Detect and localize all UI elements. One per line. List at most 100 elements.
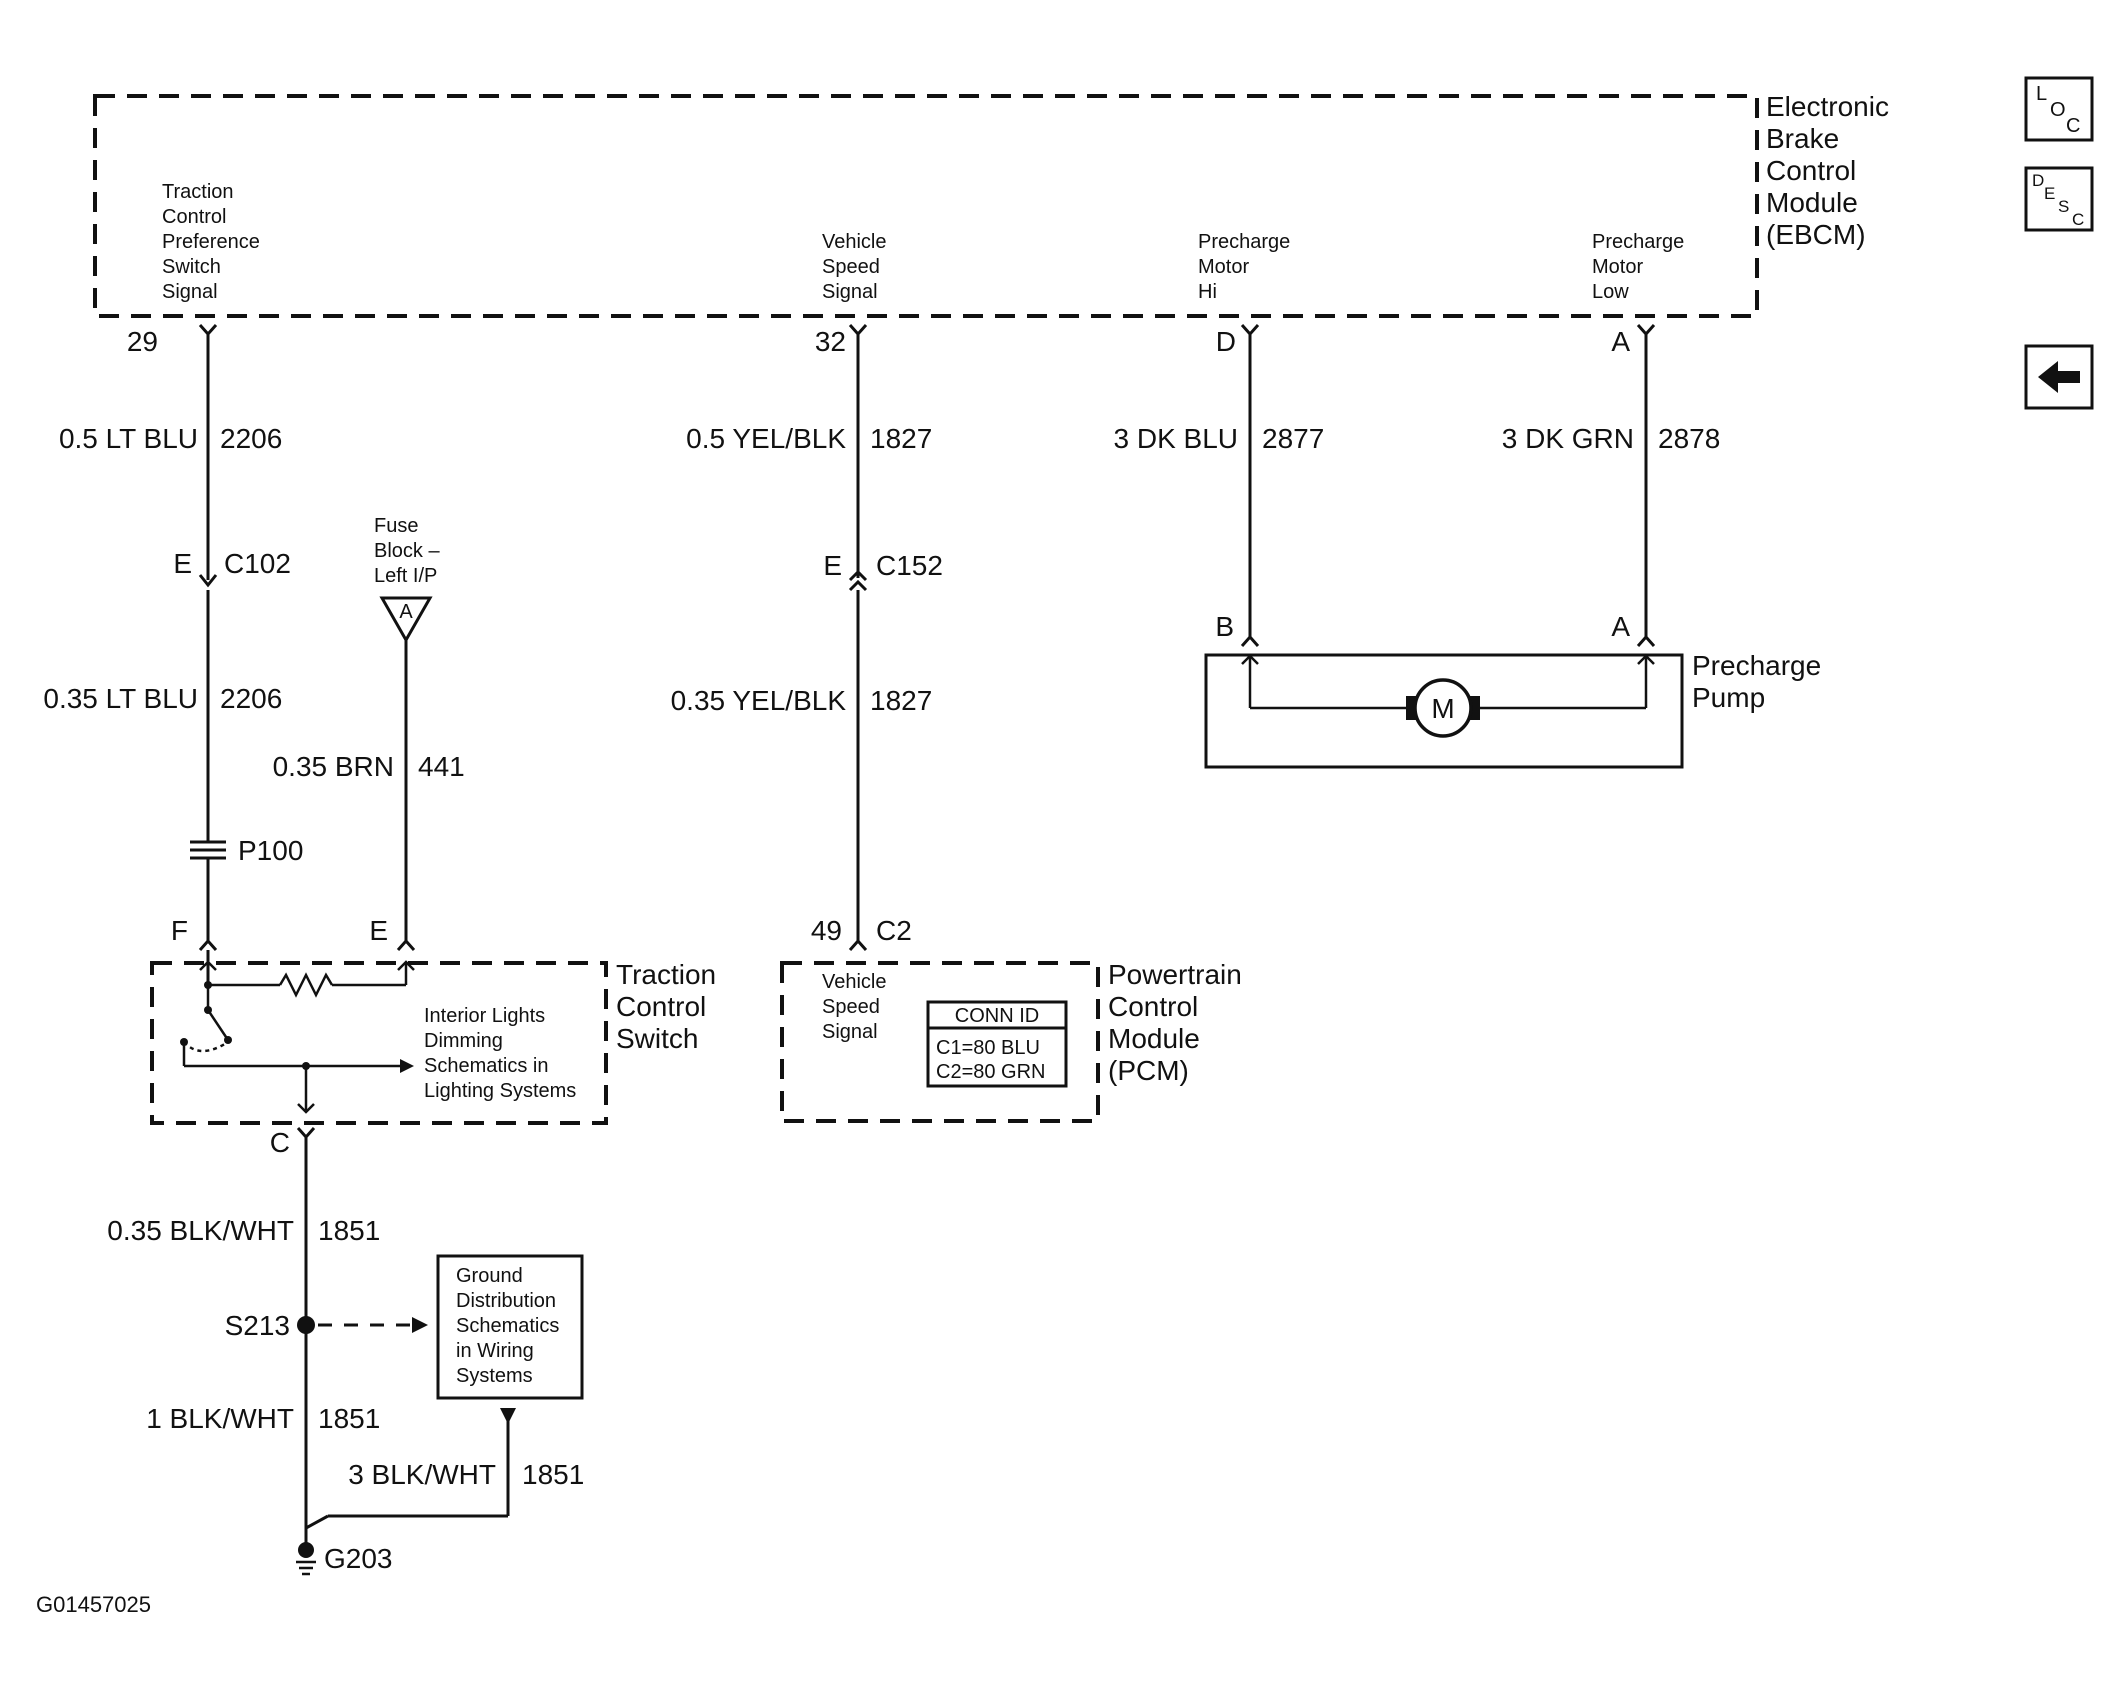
svg-text:Switch: Switch: [162, 256, 221, 278]
svg-text:Low: Low: [1592, 281, 1629, 303]
interior-lights-note: Interior Lights Dimming Schematics in Li…: [424, 1005, 576, 1102]
svg-text:Precharge: Precharge: [1592, 231, 1684, 253]
circuit-w3: 2877: [1262, 423, 1324, 454]
wire-label-w1a: 0.5 LT BLU: [59, 423, 198, 454]
connector-c152: C152: [876, 550, 943, 581]
svg-text:(EBCM): (EBCM): [1766, 219, 1866, 250]
wire-2877: [1240, 324, 1260, 647]
wire-1827: [848, 324, 868, 951]
pin-a: A: [1611, 326, 1630, 357]
splice-s213: S213: [225, 1310, 290, 1341]
switch-internal: [180, 960, 415, 1114]
svg-text:L: L: [2036, 83, 2047, 105]
svg-text:Signal: Signal: [162, 281, 218, 303]
back-button[interactable]: [2024, 344, 2094, 410]
svg-text:C: C: [2072, 210, 2084, 229]
connector-c102: C102: [224, 548, 291, 579]
svg-text:Speed: Speed: [822, 256, 880, 278]
ground-icon: [296, 1542, 316, 1576]
svg-text:Vehicle: Vehicle: [822, 231, 887, 253]
svg-text:Precharge: Precharge: [1692, 650, 1821, 681]
svg-text:C2=80 GRN: C2=80 GRN: [936, 1061, 1046, 1083]
circuit-w1a: 2206: [220, 423, 282, 454]
svg-text:S: S: [2058, 197, 2069, 216]
ebcm-signal-traction: Traction Control Preference Switch Signa…: [162, 181, 260, 303]
svg-text:Brake: Brake: [1766, 123, 1839, 154]
pcm-signal-label: Vehicle Speed Signal: [822, 971, 887, 1043]
svg-text:M: M: [1431, 693, 1454, 724]
wire-label-w6: 0.35 BLK/WHT: [107, 1215, 294, 1246]
svg-text:Electronic: Electronic: [1766, 91, 1889, 122]
svg-text:Switch: Switch: [616, 1023, 698, 1054]
svg-text:Vehicle: Vehicle: [822, 971, 887, 993]
circuit-w7: 1851: [318, 1403, 380, 1434]
pin-d: D: [1216, 326, 1236, 357]
pump-pin-b: B: [1215, 611, 1234, 642]
svg-text:Dimming: Dimming: [424, 1030, 503, 1052]
switch-pin-f: F: [171, 915, 188, 946]
wire-label-w2b: 0.35 YEL/BLK: [671, 685, 847, 716]
svg-text:Control: Control: [1766, 155, 1856, 186]
ebcm-signal-motor-low: Precharge Motor Low: [1592, 231, 1684, 303]
ebcm-signal-vss: Vehicle Speed Signal: [822, 231, 887, 303]
ebcm-signal-motor-hi: Precharge Motor Hi: [1198, 231, 1290, 303]
circuit-w6: 1851: [318, 1215, 380, 1246]
ground-distribution-note: Ground Distribution Schematics in Wiring…: [456, 1265, 559, 1387]
svg-text:E: E: [2044, 184, 2055, 203]
connector-c2: C2: [876, 915, 912, 946]
pump-pin-a: A: [1611, 611, 1630, 642]
svg-text:D: D: [2032, 171, 2044, 190]
svg-text:(PCM): (PCM): [1108, 1055, 1189, 1086]
circuit-w2a: 1827: [870, 423, 932, 454]
reference-arrow-icon: [412, 1317, 428, 1333]
fuse-block-label: Fuse Block – Left I/P: [374, 515, 440, 587]
precharge-pump-box: [1204, 653, 1684, 769]
circuit-w2b: 1827: [870, 685, 932, 716]
switch-pin-c: C: [270, 1127, 290, 1158]
left-arrow-icon: [2038, 361, 2080, 393]
svg-text:Hi: Hi: [1198, 281, 1217, 303]
conn-id-table: CONN ID C1=80 BLU C2=80 GRN: [926, 1000, 1068, 1088]
svg-text:Traction: Traction: [616, 959, 716, 990]
svg-text:Distribution: Distribution: [456, 1290, 556, 1312]
resistor-icon: [278, 972, 334, 998]
desc-button[interactable]: D E S C: [2024, 166, 2094, 232]
svg-text:Left I/P: Left I/P: [374, 565, 437, 587]
circuit-w5: 441: [418, 751, 465, 782]
pcm-pin-49: 49: [811, 915, 842, 946]
ground-dist-arrow-icon: [500, 1408, 516, 1424]
svg-text:Speed: Speed: [822, 996, 880, 1018]
wire-label-w3: 3 DK BLU: [1114, 423, 1239, 454]
svg-text:O: O: [2050, 99, 2066, 121]
svg-text:Module: Module: [1108, 1023, 1200, 1054]
svg-text:Control: Control: [1108, 991, 1198, 1022]
svg-text:Schematics: Schematics: [456, 1315, 559, 1337]
pin-32: 32: [815, 326, 846, 357]
circuit-w4: 2878: [1658, 423, 1720, 454]
svg-text:Control: Control: [616, 991, 706, 1022]
switch-pin-e: E: [369, 915, 388, 946]
svg-text:in Wiring: in Wiring: [456, 1340, 534, 1362]
loc-button[interactable]: L O C: [2024, 76, 2094, 142]
svg-text:Interior Lights: Interior Lights: [424, 1005, 545, 1027]
svg-text:Fuse: Fuse: [374, 515, 418, 537]
svg-text:Motor: Motor: [1592, 256, 1643, 278]
ebcm-box: [93, 94, 1759, 318]
pcm-label: Powertrain Control Module (PCM): [1108, 959, 1242, 1086]
svg-text:Motor: Motor: [1198, 256, 1249, 278]
svg-text:Signal: Signal: [822, 281, 878, 303]
c102-pin: E: [173, 548, 192, 579]
wire-label-w8: 3 BLK/WHT: [348, 1459, 496, 1490]
pump-internal: [1241, 654, 1655, 710]
circuit-w1b: 2206: [220, 683, 282, 714]
wire-label-w2a: 0.5 YEL/BLK: [686, 423, 846, 454]
motor-icon: M: [1406, 678, 1480, 738]
svg-text:Preference: Preference: [162, 231, 260, 253]
svg-text:Ground: Ground: [456, 1265, 523, 1287]
svg-text:C: C: [2066, 115, 2080, 137]
circuit-w8: 1851: [522, 1459, 584, 1490]
wire-label-w1b: 0.35 LT BLU: [43, 683, 198, 714]
wire-label-w5: 0.35 BRN: [273, 751, 394, 782]
ground-distribution-box: [436, 1254, 584, 1400]
